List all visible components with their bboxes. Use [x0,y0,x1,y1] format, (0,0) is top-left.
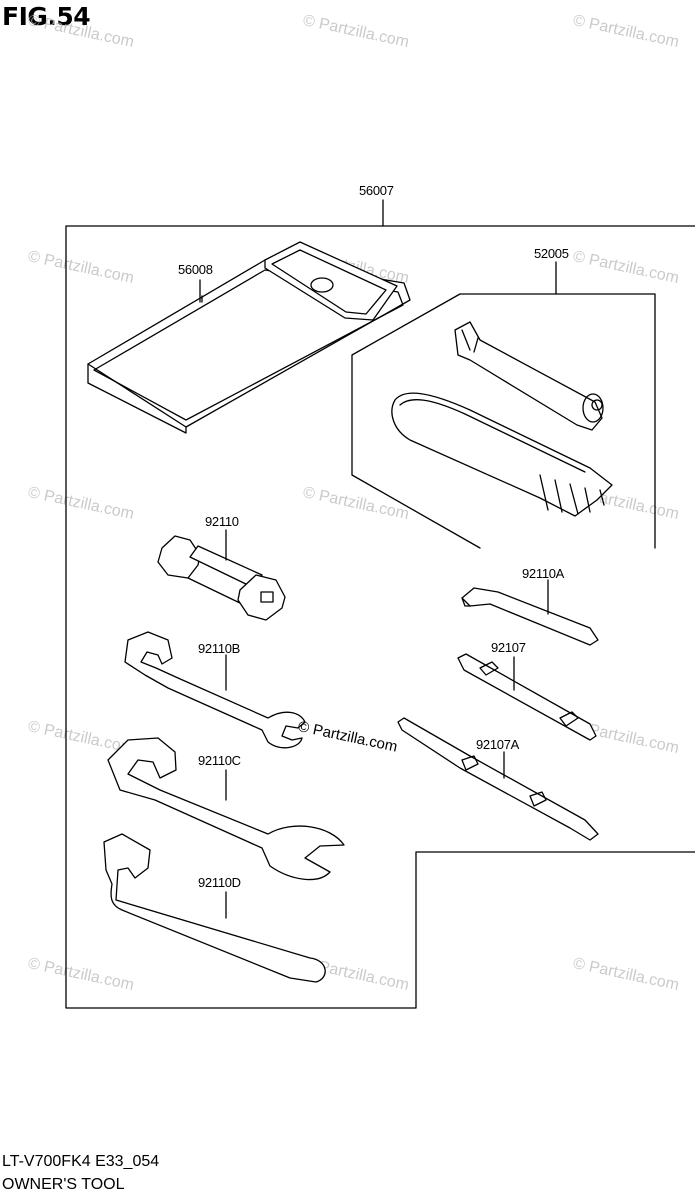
ref-92110d[interactable]: 92110D [198,875,241,890]
plug-wrench-drawing [157,535,286,621]
ref-92107a[interactable]: 92107A [476,737,520,752]
bag-tube-drawing [391,321,613,517]
tool-case-drawing [87,241,411,434]
ref-56007[interactable]: 56007 [359,183,394,198]
screwdriver-a-drawing [397,717,599,841]
wrench-c-drawing [107,737,345,881]
ref-92110b[interactable]: 92110B [198,641,241,656]
ref-92107[interactable]: 92107 [491,640,526,655]
ref-92110[interactable]: 92110 [205,514,239,529]
ref-92110c[interactable]: 92110C [198,753,241,768]
kit-boundary [65,225,695,1009]
figure-title: FIG.54 [2,2,91,31]
wrench-d-drawing [103,833,326,983]
section-title: OWNER'S TOOL [2,1176,125,1193]
wrench-b-drawing [124,631,306,749]
ref-52005[interactable]: 52005 [534,246,569,261]
ref-92110a[interactable]: 92110A [522,566,565,581]
bag-set-boundary [351,293,656,549]
model-code: LT-V700FK4 E33_054 [2,1153,160,1170]
hex-key-drawing [461,587,599,646]
screwdriver-drawing [457,653,597,741]
ref-56008[interactable]: 56008 [178,262,213,277]
